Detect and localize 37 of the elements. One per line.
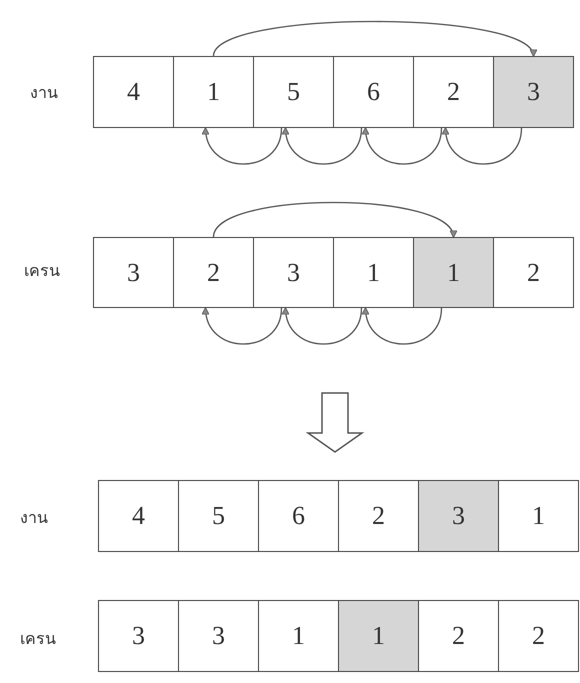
curved-arrow xyxy=(212,202,454,238)
array-cell: 2 xyxy=(498,600,579,672)
array-cell: 1 xyxy=(333,237,414,308)
row-label: งาน xyxy=(30,82,58,104)
curved-arrow xyxy=(442,126,522,165)
row-label: เครน xyxy=(20,628,56,650)
highlighted-cell: 3 xyxy=(493,56,574,128)
array-cell: 3 xyxy=(178,600,259,672)
array-cell: 5 xyxy=(253,56,334,128)
array-cell: 6 xyxy=(258,480,339,552)
highlighted-cell: 1 xyxy=(413,237,494,308)
curved-arrow xyxy=(212,20,534,57)
curved-arrow xyxy=(362,126,442,165)
array-cell: 3 xyxy=(253,237,334,308)
array-cell: 4 xyxy=(93,56,174,128)
highlighted-cell: 3 xyxy=(418,480,499,552)
row-label: เครน xyxy=(24,260,60,282)
array-cell: 6 xyxy=(333,56,414,128)
array-cell: 1 xyxy=(173,56,254,128)
array-cell: 1 xyxy=(258,600,339,672)
array-cell: 1 xyxy=(498,480,579,552)
array-cell: 2 xyxy=(338,480,419,552)
array-cell: 2 xyxy=(493,237,574,308)
array-cell: 2 xyxy=(413,56,494,128)
curved-arrow xyxy=(282,306,362,345)
array-cell: 2 xyxy=(173,237,254,308)
array-cell: 3 xyxy=(93,237,174,308)
row-label: งาน xyxy=(20,507,48,529)
curved-arrow xyxy=(282,126,362,165)
curved-arrow xyxy=(362,306,442,345)
highlighted-cell: 1 xyxy=(338,600,419,672)
array-cell: 2 xyxy=(418,600,499,672)
array-cell: 5 xyxy=(178,480,259,552)
array-cell: 3 xyxy=(98,600,179,672)
curved-arrow xyxy=(202,306,282,345)
curved-arrow xyxy=(202,126,282,165)
array-cell: 4 xyxy=(98,480,179,552)
